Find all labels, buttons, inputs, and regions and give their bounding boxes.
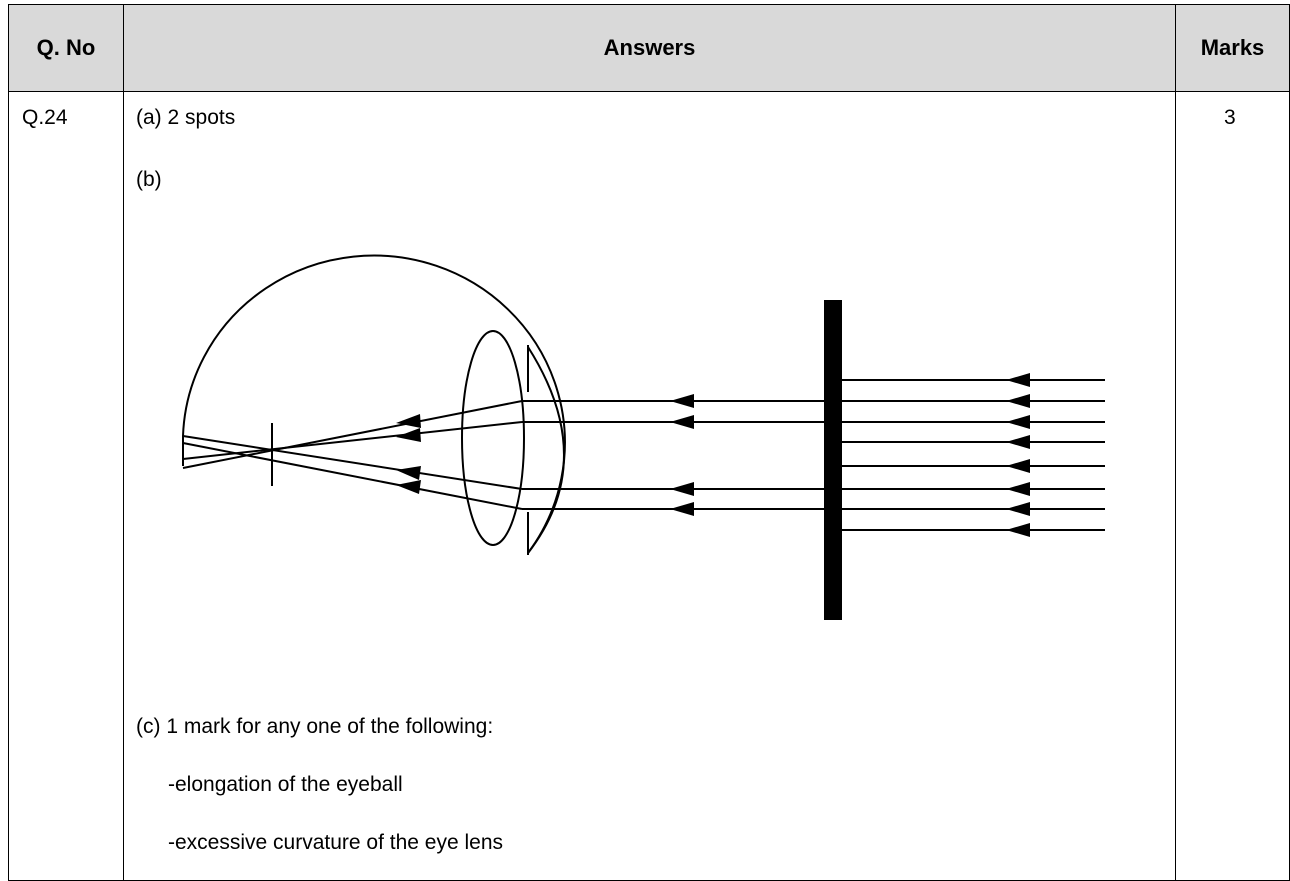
eyeball-icon bbox=[182, 254, 566, 554]
header-qno-label: Q. No bbox=[36, 35, 96, 60]
answer-c: (c) 1 mark for any one of the following: bbox=[136, 715, 494, 738]
answer-a: (a) 2 spots bbox=[136, 106, 236, 129]
question-number: Q.24 bbox=[22, 106, 68, 129]
answer-c-option-1: -elongation of the eyeball bbox=[168, 773, 403, 796]
header-marks-label: Marks bbox=[1200, 35, 1265, 60]
refracted-rays bbox=[182, 400, 523, 510]
ray-arrowheads bbox=[670, 373, 1030, 537]
header-marks: Marks bbox=[1175, 4, 1290, 92]
header-qno: Q. No bbox=[8, 4, 124, 92]
answer-b: (b) bbox=[136, 168, 162, 191]
marks-value: 3 bbox=[1224, 106, 1236, 129]
eye-lens-icon bbox=[461, 330, 525, 546]
header-answers-label: Answers bbox=[603, 35, 696, 60]
answer-c-option-2: -excessive curvature of the eye lens bbox=[168, 831, 503, 854]
refracted-arrowheads bbox=[396, 414, 421, 494]
sheet-with-holes-icon bbox=[824, 300, 842, 620]
